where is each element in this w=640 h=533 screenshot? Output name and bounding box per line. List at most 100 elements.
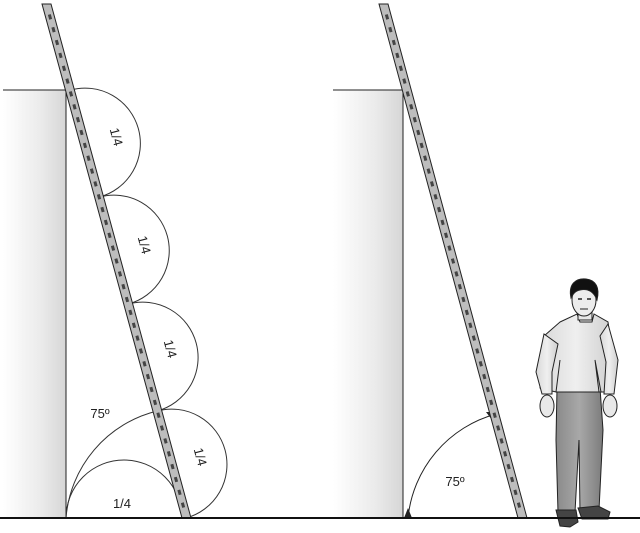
ladder-rung [440,219,445,226]
ladder-rung [114,258,119,264]
ladder-rung [405,91,410,97]
ladder-rung [121,283,126,290]
ladder-rung [51,26,56,33]
ladder-rung [110,245,116,251]
ladder-rung [499,438,504,444]
quarter-arc-2 [99,194,170,305]
ladder-rung [103,219,109,226]
ladder-rung [68,91,74,97]
ladder-rung [510,476,515,483]
ladder-rung [426,168,431,174]
base-label: 1/4 [113,496,131,511]
ladder-rung [79,129,84,136]
segment-label-1: 1/4 [107,126,126,147]
ladder-rung [61,65,67,72]
ladder-rung [47,14,53,20]
ladder-rung [135,335,140,341]
ladder-rung [149,386,154,393]
right-angle-label: 75º [445,474,464,489]
person-right-arm [599,322,619,395]
ladder-rung [180,502,186,508]
ladder-rung [163,438,168,444]
ladder-rung [391,39,396,46]
ladder-rung [170,463,175,470]
ladder-rung [166,450,172,457]
ladder-rung [100,206,105,213]
ladder-rung [402,78,407,84]
ladder-rung [152,399,158,406]
ladder-rung [412,116,417,123]
right-wall [333,90,403,518]
person-illustration [535,278,619,528]
angle-arc [65,410,158,519]
ladder-rung [489,399,494,406]
person-right-hand [602,394,618,418]
ladder-rung [461,296,466,303]
left-angle-label: 75º [90,406,109,421]
ladder-rung [419,142,424,149]
ladder-rung [437,206,442,213]
angle-arrowhead-bottom [404,508,412,518]
ladder-rung [58,52,63,59]
ladder-rung [177,489,182,496]
ladder-rung [93,181,98,187]
ladder-rung [416,129,421,136]
ladder-rung [89,168,95,174]
ladder-rung [423,155,428,162]
ladder-rung [454,271,459,277]
ladder-rung [145,373,151,380]
ladder-rung [516,502,522,508]
ladder-rung [447,245,452,251]
left-wall [3,90,66,518]
ladder-rung [75,116,81,123]
left-ladder-rungs [47,14,186,508]
ladder-rung [124,296,130,303]
person-hair [569,278,599,302]
segment-label-3: 1/4 [161,338,180,359]
ladder-rung [72,103,77,110]
ladder-rung [492,412,497,419]
right-ladder [378,3,528,519]
ladder-rung [506,463,511,470]
person-left-arm [535,333,559,395]
ladder-rung [384,14,390,20]
ladder-rung [464,309,469,316]
ladder-rung [457,283,462,290]
ladder-rung [65,78,70,84]
person-trousers [555,387,604,513]
ladder-rung [482,373,487,380]
ladder-rung [131,322,137,329]
ladder-rung [173,476,179,483]
ladder-rung [450,258,456,264]
ladder-rung [107,232,112,239]
ladder-rung [409,103,414,110]
ladder-rung [398,65,403,72]
ladder-rung [128,309,133,316]
ladder-rung [96,193,102,200]
right-ladder-rungs [384,14,522,508]
ladder-rung [54,39,60,46]
ladder-rung [82,142,88,149]
ladder-rung [468,322,473,329]
person-left-hand [539,394,555,418]
ladder-rung [433,193,438,200]
ladder-rung [138,348,144,354]
ladder-rung [485,386,490,393]
ladder-rung [159,425,165,431]
ladder-rung [496,425,501,431]
left-ladder [41,3,192,519]
ladder-rung [503,450,508,457]
angle-arrow-arc [407,413,497,519]
quarter-arc-3 [128,301,199,412]
quarter-arcs [65,87,228,519]
ladder-rung [395,52,400,59]
ladder-rung [444,232,449,239]
quarter-arc-4 [156,408,228,519]
ladder-rung [475,348,480,354]
ladder-rung [513,489,518,496]
quarter-arc-1 [70,87,141,198]
ladder-rung [86,155,91,162]
ladder-rung [478,360,483,367]
